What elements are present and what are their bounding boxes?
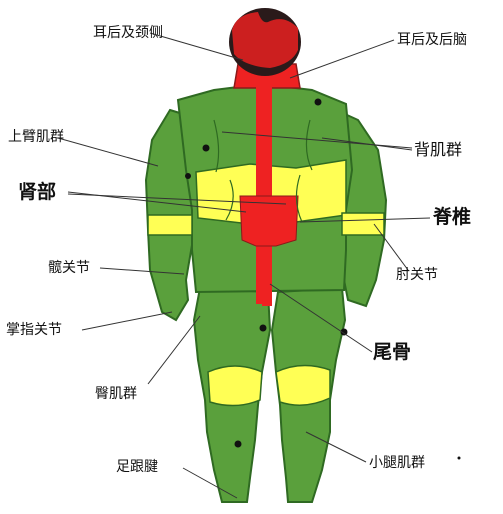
label-achilles: 足跟腱	[116, 460, 158, 474]
tailbone-mark	[262, 284, 272, 306]
acupoint-dot	[315, 99, 322, 106]
label-ear-neck: 耳后及颈侧	[93, 26, 163, 40]
label-kidney: 肾部	[18, 183, 56, 202]
stray-dot	[458, 457, 461, 460]
label-knuckle: 掌指关节	[6, 323, 62, 337]
label-elbow: 肘关节	[396, 268, 438, 282]
label-ear-brain: 耳后及后脑	[397, 33, 467, 47]
right-elbow-band	[342, 213, 384, 235]
acupoint-dot	[235, 441, 242, 448]
label-hip-joint: 髋关节	[48, 261, 90, 275]
label-back-muscles: 背肌群	[414, 142, 462, 158]
left-elbow-band	[148, 215, 192, 235]
left-knee	[208, 366, 262, 406]
label-upper-arm: 上臂肌群	[8, 130, 64, 144]
label-spine: 脊椎	[433, 208, 471, 227]
label-tailbone: 尾骨	[373, 343, 411, 362]
acupoint-dot	[185, 173, 191, 179]
right-knee	[276, 365, 330, 405]
acupoint-dot	[203, 145, 210, 152]
label-calf: 小腿肌群	[369, 456, 425, 470]
spine-line	[256, 84, 272, 304]
acupoint-dot	[260, 325, 267, 332]
label-glute: 臀肌群	[95, 387, 137, 401]
